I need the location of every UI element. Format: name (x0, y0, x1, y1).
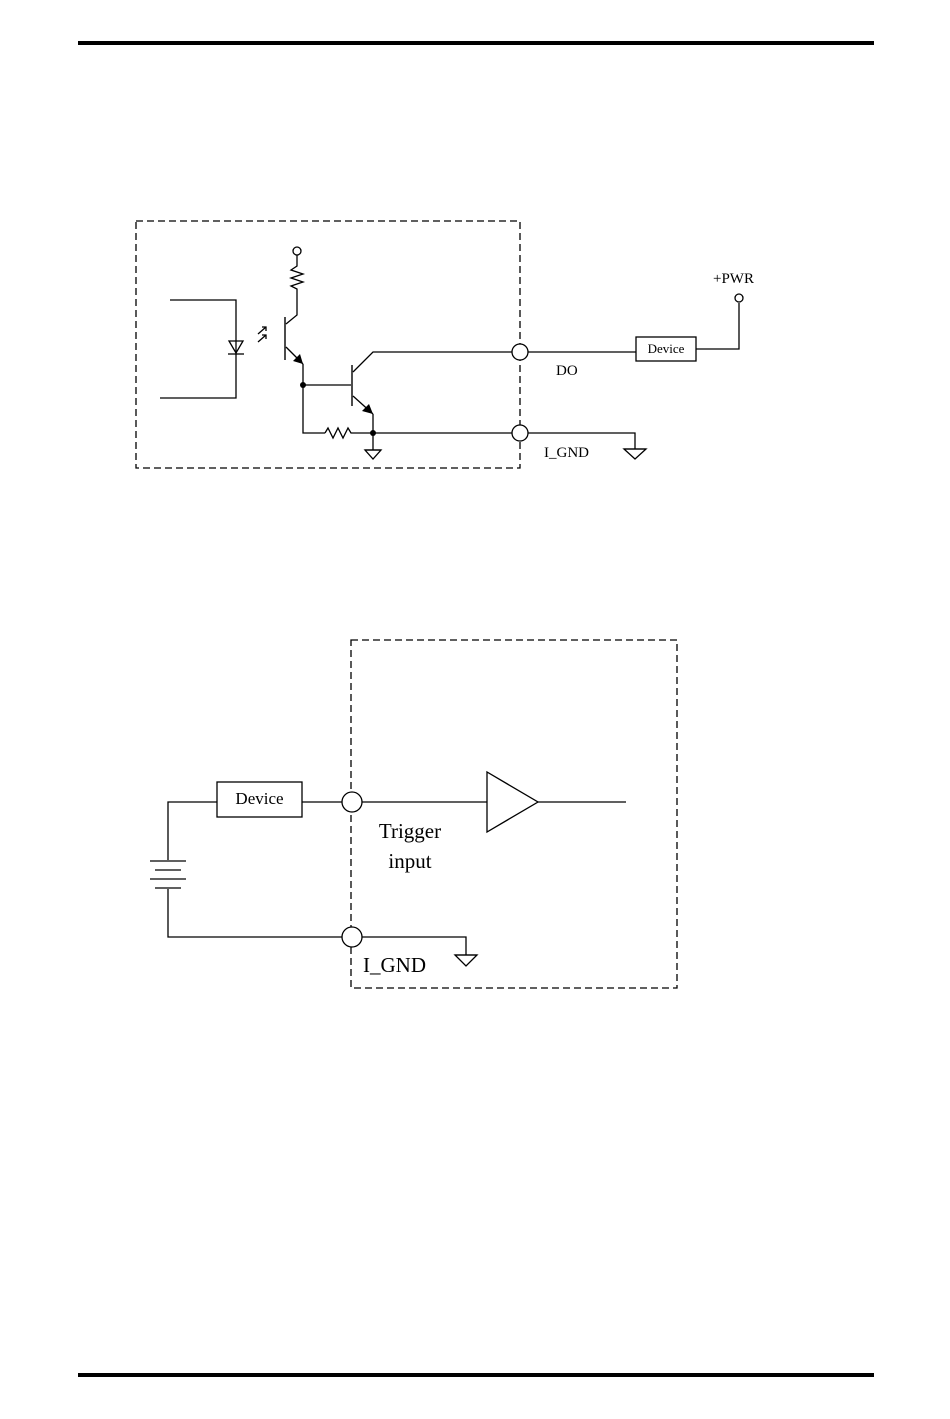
module-boundary-2 (351, 640, 677, 988)
module-boundary (136, 221, 520, 468)
do-terminal (512, 344, 528, 360)
device-label-2: Device (235, 789, 283, 808)
collector-to-do-wire (353, 352, 512, 372)
power-terminal (735, 294, 743, 302)
trigger-input-diagram: Device Trigger input I_GND (150, 640, 677, 988)
vcc-terminal (293, 247, 301, 255)
trigger-input-label-line2: input (388, 849, 431, 873)
battery-top-wire (168, 802, 217, 860)
gnd-label: I_GND (544, 445, 589, 461)
do-label: DO (556, 363, 578, 379)
photo-collector-wire (286, 299, 297, 324)
device-label: Device (648, 341, 685, 356)
gnd-terminal (512, 425, 528, 441)
external-ground-icon (624, 449, 646, 459)
buffer-amplifier-icon (487, 772, 538, 832)
pullup-resistor (291, 255, 303, 299)
power-label: +PWR (713, 271, 754, 287)
base-resistor (325, 428, 373, 438)
trigger-terminal (342, 792, 362, 812)
internal-ground-icon (365, 450, 381, 459)
emitter-node-wire (303, 364, 325, 433)
ground-icon-2 (455, 955, 477, 966)
gnd-terminal-2 (342, 927, 362, 947)
digital-output-diagram: Device +PWR DO I_GND (136, 221, 754, 468)
power-wire (696, 303, 739, 349)
battery-bottom-wire (168, 889, 342, 937)
gnd-label-2: I_GND (363, 953, 426, 977)
trigger-input-label-line1: Trigger (379, 819, 441, 843)
led-icon (228, 327, 266, 354)
battery-icon (150, 861, 186, 888)
led-input-wires (160, 300, 236, 398)
